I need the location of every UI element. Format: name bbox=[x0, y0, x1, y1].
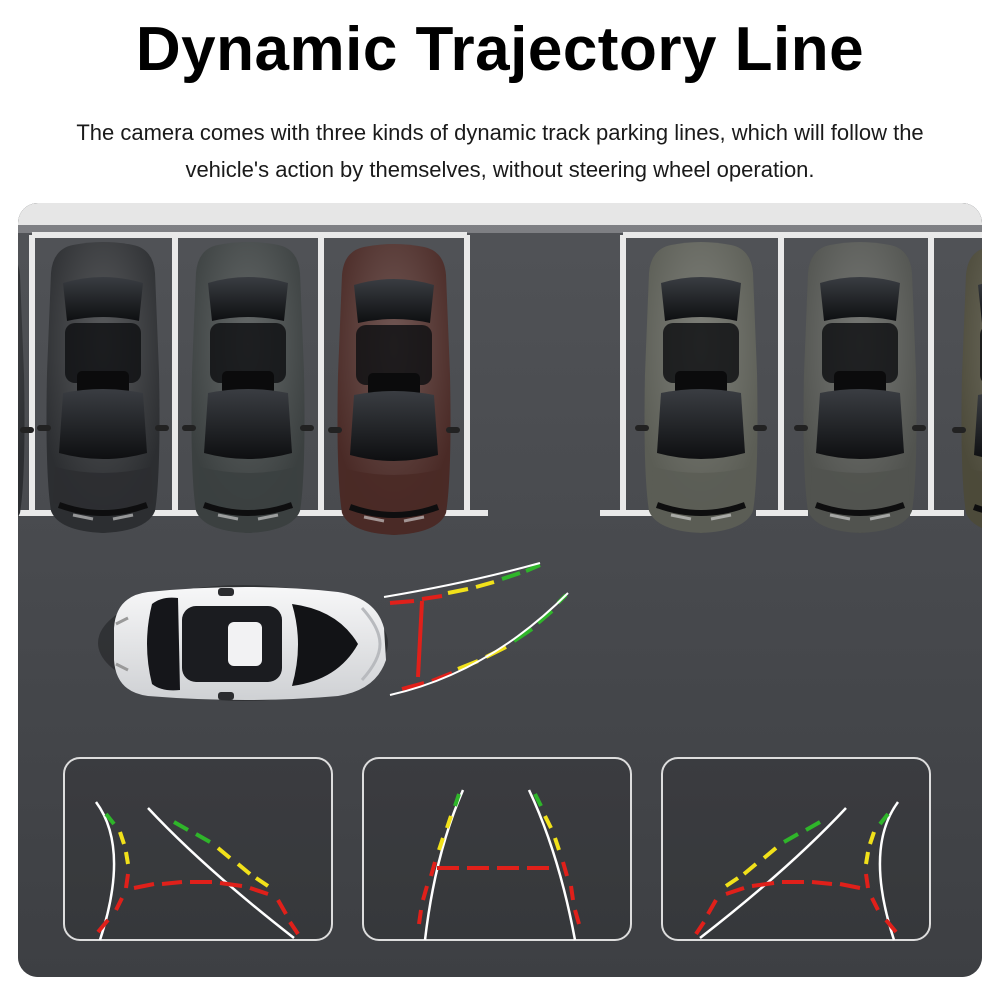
parked-car-olive-grey bbox=[635, 242, 767, 533]
parked-car-grey bbox=[794, 242, 926, 533]
curb bbox=[18, 203, 982, 225]
parking-lot-scene bbox=[18, 203, 982, 977]
panel-turn-left bbox=[63, 757, 333, 941]
parked-car-dark-grey bbox=[182, 242, 314, 533]
parked-car-black bbox=[37, 242, 169, 533]
page-title: Dynamic Trajectory Line bbox=[135, 15, 865, 84]
panel-turn-right bbox=[661, 757, 931, 941]
parked-car-maroon bbox=[328, 244, 460, 535]
white-car bbox=[98, 585, 388, 701]
page-subtitle: The camera comes with three kinds of dyn… bbox=[76, 120, 924, 182]
panel-straight bbox=[362, 757, 632, 941]
car-trajectory-lines bbox=[383, 562, 569, 696]
